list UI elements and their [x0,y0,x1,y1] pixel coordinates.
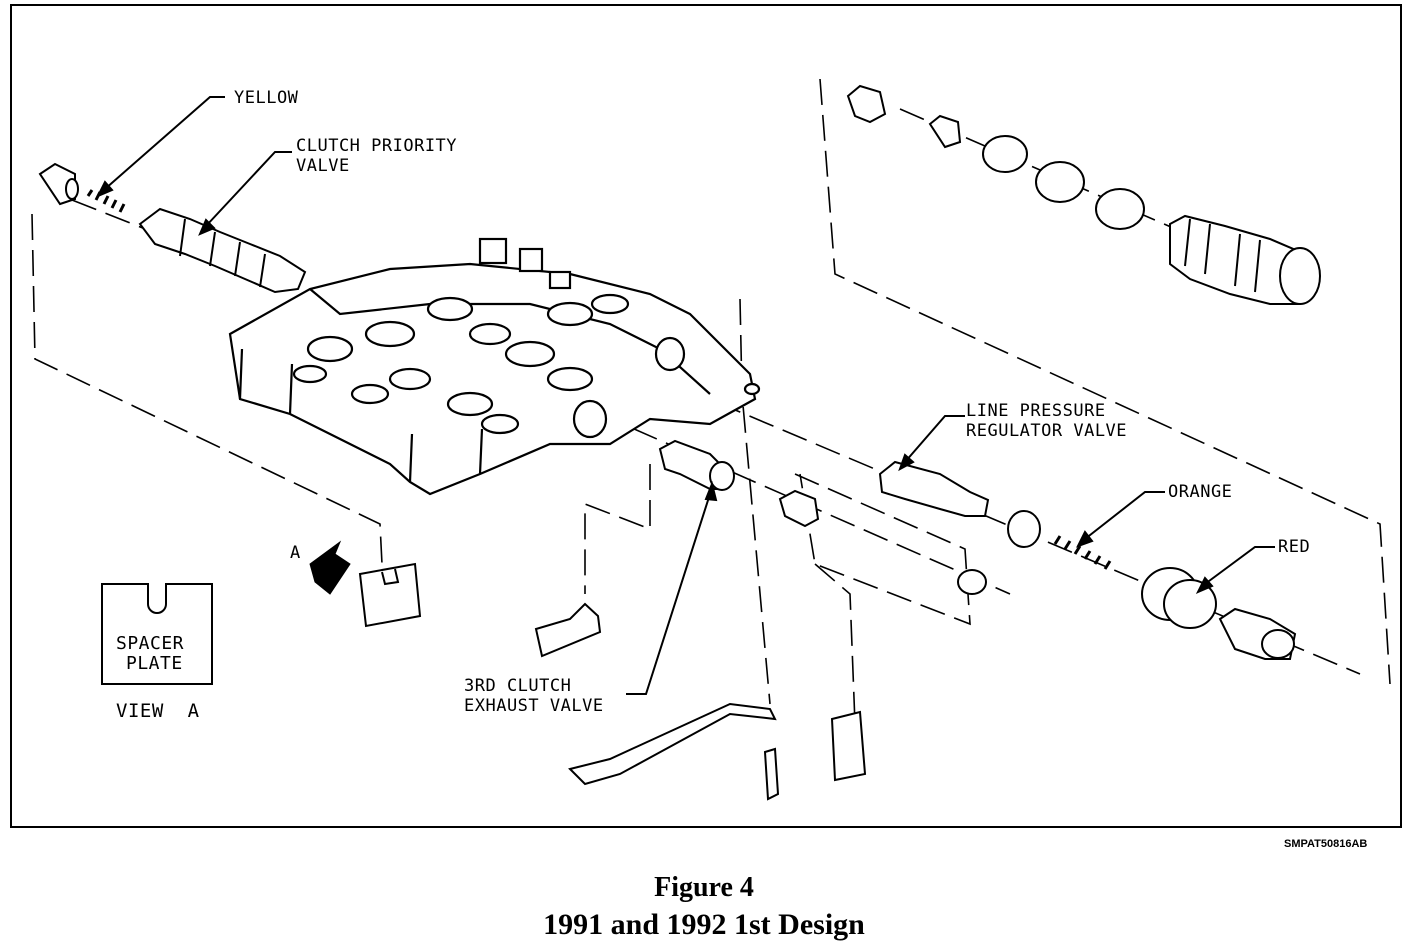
small-parts [358,562,867,801]
clutch-priority-valve-parts [38,162,307,294]
label-third-clutch-line1: 3RD CLUTCH [464,676,572,696]
label-plate: PLATE [126,653,183,674]
line-pressure-regulator-parts [878,460,1297,660]
label-arrow-a: A [290,543,301,563]
label-line-pressure-line1: LINE PRESSURE [966,401,1106,421]
valve-body [228,237,761,496]
drawing-code: SMPAT50816AB [1284,838,1368,850]
label-line-pressure-line2: REGULATOR VALVE [966,421,1128,441]
figure-caption-subtitle: 1991 and 1992 1st Design [543,908,865,941]
label-third-clutch-line2: EXHAUST VALVE [464,696,604,716]
label-clutch-priority-line2: VALVE [296,156,350,176]
label-spacer: SPACER [116,633,185,654]
label-yellow: YELLOW [234,88,299,108]
exploded-valve-body-diagram [10,4,1402,828]
label-clutch-priority-line1: CLUTCH PRIORITY [296,136,458,156]
label-view-a: VIEW A [116,700,200,722]
accumulator-parts [846,84,1321,305]
label-red: RED [1278,537,1311,557]
view-a-arrow [309,540,351,595]
label-orange: ORANGE [1168,482,1233,502]
leader-lines [95,96,1275,695]
figure-frame: YELLOW CLUTCH PRIORITY VALVE LINE PRESSU… [10,4,1402,828]
third-clutch-exhaust-parts [658,439,987,595]
figure-caption-title: Figure 4 [654,872,754,903]
spacer-plate-view-a [101,583,213,685]
